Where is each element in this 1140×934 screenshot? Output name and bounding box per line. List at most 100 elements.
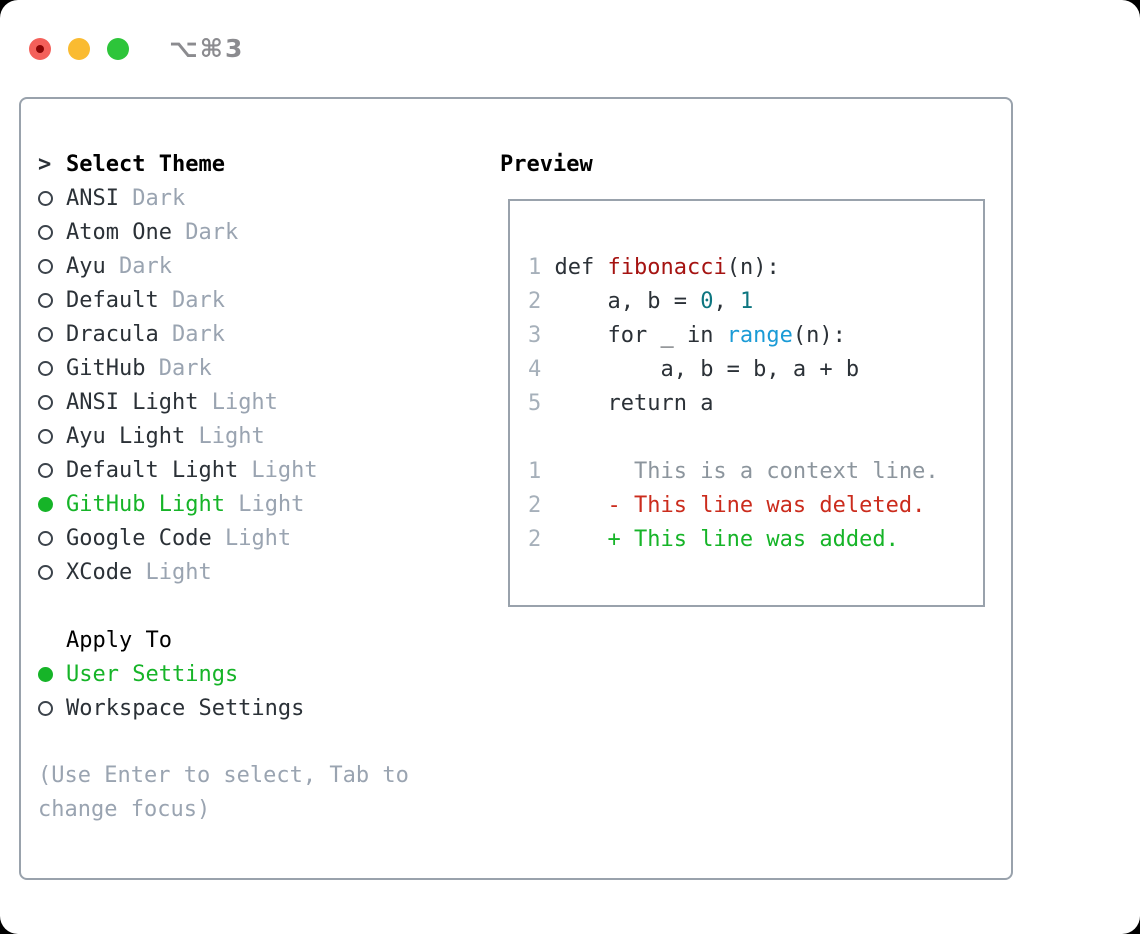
theme-option-atom-one[interactable]: Atom One Dark [38, 215, 500, 249]
theme-option-ansi-light[interactable]: ANSI Light Light [38, 385, 500, 419]
select-theme-title: Select Theme [66, 151, 225, 177]
traffic-lights [29, 37, 129, 60]
theme-option-label: Default Light [66, 457, 239, 483]
code-segment: (n): [726, 254, 780, 280]
code-line: 2 a, b = 0, 1 [528, 284, 983, 318]
theme-variant-label: Light [198, 389, 278, 415]
spacer [38, 589, 500, 623]
theme-variant-label: Dark [145, 355, 212, 381]
theme-option-label: Ayu Light [66, 423, 186, 449]
radio-unselected-icon [38, 224, 53, 240]
code-segment: range [726, 322, 793, 348]
close-button-icon[interactable] [29, 37, 51, 60]
preview-panel: Preview 1 def fibonacci(n):2 a, b = 0, 1… [500, 147, 1011, 878]
code-segment: 0 [700, 288, 714, 314]
theme-variant-label: Dark [158, 321, 225, 347]
radio-selected-icon [38, 496, 53, 512]
code-line: 1 This is a context line. [528, 454, 983, 488]
theme-option-label: ANSI Light [66, 389, 199, 415]
window-title: ⌥⌘3 [169, 34, 245, 63]
line-number: 3 [528, 322, 542, 348]
code-segment: return a [541, 390, 714, 416]
theme-option-default[interactable]: Default Dark [38, 283, 500, 317]
radio-unselected-icon [38, 700, 53, 716]
apply-option-user-settings[interactable]: User Settings [38, 657, 500, 691]
spacer [38, 725, 500, 759]
code-segment: , [713, 288, 740, 314]
theme-option-label: Google Code [66, 525, 212, 551]
theme-option-label: Dracula [66, 321, 159, 347]
theme-variant-label: Dark [171, 219, 239, 245]
line-number: 4 [528, 356, 542, 382]
theme-option-google-code[interactable]: Google Code Light [38, 521, 500, 555]
theme-option-label: ANSI [66, 185, 119, 211]
code-segment: (n): [792, 322, 846, 348]
line-number: 2 [528, 492, 542, 518]
theme-option-ayu[interactable]: Ayu Dark [38, 249, 500, 283]
code-segment: a, b = b, a + b [541, 356, 860, 382]
radio-unselected-icon [38, 530, 53, 546]
code-line: 3 for _ in range(n): [528, 318, 983, 352]
theme-option-label: GitHub Light [66, 491, 225, 517]
theme-variant-label: Dark [105, 253, 172, 279]
radio-unselected-icon [38, 326, 53, 342]
keyboard-hint: (Use Enter to select, Tab to change focu… [38, 763, 409, 822]
theme-option-github[interactable]: GitHub Dark [38, 351, 500, 385]
theme-option-default-light[interactable]: Default Light Light [38, 453, 500, 487]
line-number: 2 [528, 288, 542, 314]
theme-variant-label: Light [211, 525, 292, 551]
code-line [528, 420, 983, 454]
code-line: 5 return a [528, 386, 983, 420]
maximize-button-icon[interactable] [107, 37, 129, 60]
radio-unselected-icon [38, 190, 53, 206]
title-bar: ⌥⌘3 [0, 0, 1140, 97]
apply-option-workspace-settings[interactable]: Workspace Settings [38, 691, 500, 725]
code-segment: fibonacci [607, 254, 727, 280]
theme-option-label: Default [66, 287, 159, 313]
radio-unselected-icon [38, 258, 53, 274]
code-line: 4 a, b = b, a + b [528, 352, 983, 386]
code-segment: def [541, 254, 608, 280]
radio-unselected-icon [38, 394, 53, 410]
theme-option-label: GitHub [66, 355, 146, 381]
theme-option-ansi[interactable]: ANSI Dark [38, 181, 500, 215]
radio-selected-icon [38, 666, 53, 682]
theme-variant-label: Light [224, 491, 305, 517]
radio-unselected-icon [38, 360, 53, 376]
line-number: 2 [528, 526, 542, 552]
minimize-button-icon[interactable] [68, 37, 90, 60]
line-number: 1 [528, 254, 542, 280]
theme-variant-label: Light [238, 457, 318, 483]
theme-option-ayu-light[interactable]: Ayu Light Light [38, 419, 500, 453]
code-segment: for _ in [541, 322, 727, 348]
theme-variant-label: Light [132, 559, 212, 585]
theme-option-label: XCode [66, 559, 133, 585]
code-segment: + This line was added. [541, 526, 899, 552]
preview-title: Preview [500, 151, 593, 177]
radio-unselected-icon [38, 428, 53, 444]
theme-variant-label: Light [185, 423, 265, 449]
apply-option-label: User Settings [66, 661, 239, 687]
radio-unselected-icon [38, 564, 53, 580]
close-dot-icon [36, 44, 44, 53]
code-segment: - This line was deleted. [541, 492, 926, 518]
code-segment: This is a context line. [541, 458, 939, 484]
apply-option-label: Workspace Settings [66, 695, 305, 721]
code-segment: a, b = [541, 288, 701, 314]
theme-option-label: Atom One [66, 219, 172, 245]
theme-option-dracula[interactable]: Dracula Dark [38, 317, 500, 351]
theme-option-github-light[interactable]: GitHub Light Light [38, 487, 500, 521]
code-line: 1 def fibonacci(n): [528, 250, 983, 284]
line-number: 1 [528, 458, 542, 484]
radio-unselected-icon [38, 462, 53, 478]
theme-variant-label: Dark [158, 287, 225, 313]
theme-option-xcode[interactable]: XCode Light [38, 555, 500, 589]
theme-option-label: Ayu [66, 253, 106, 279]
apply-to-header-row: Apply To [38, 623, 500, 657]
focus-cursor: > [38, 151, 52, 177]
